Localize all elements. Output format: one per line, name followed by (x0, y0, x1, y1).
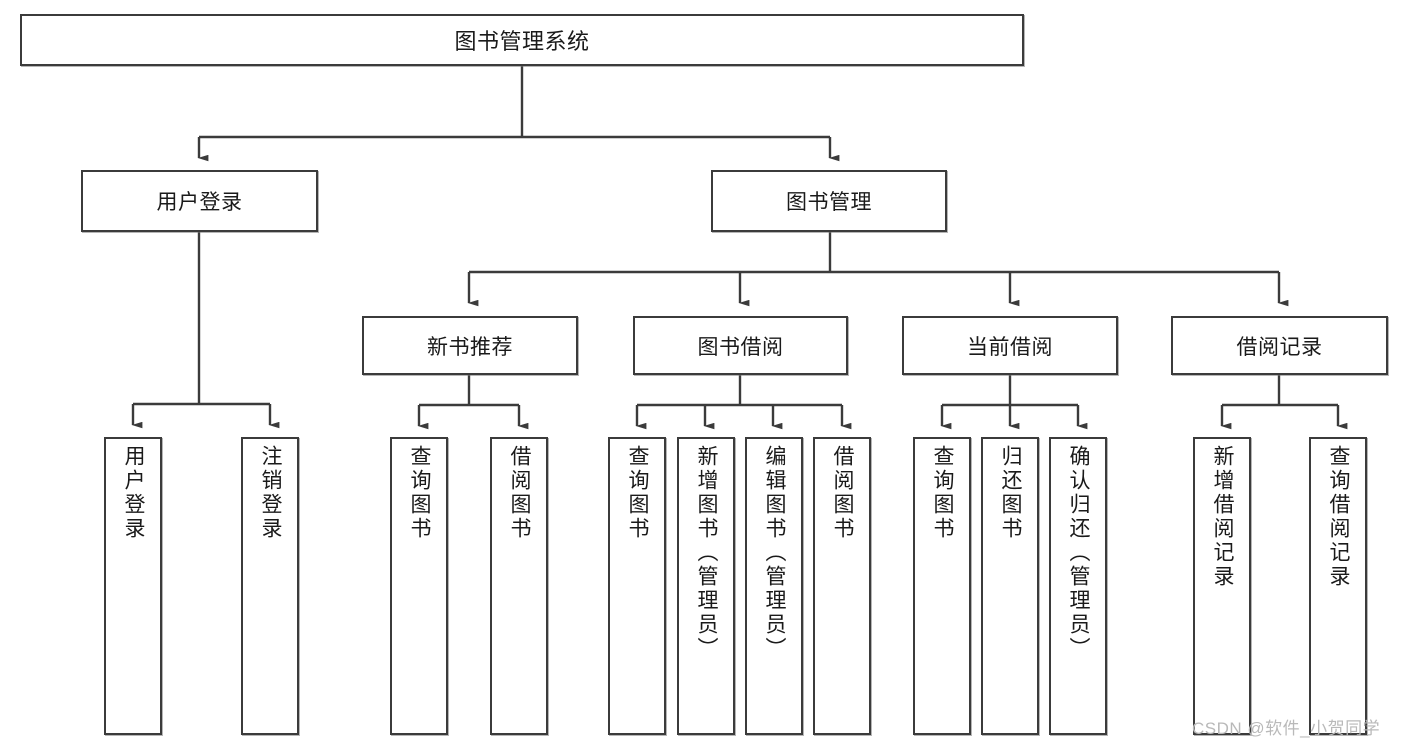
node-borrow-record[interactable]: 借阅记录 (1171, 316, 1388, 375)
leaf-record-add[interactable]: 新增借阅记录 (1193, 437, 1251, 735)
leaf-borrow-borrow-book[interactable]: 借阅图书 (813, 437, 871, 735)
leaf-label: 查询借阅记录 (1327, 445, 1351, 589)
leaf-current-confirm-return-admin[interactable]: 确认归还（管理员） (1049, 437, 1107, 735)
leaf-label: 用户登录 (122, 445, 146, 541)
leaf-label: 新增图书（管理员） (695, 445, 719, 661)
node-label: 图书管理 (786, 191, 872, 214)
leaf-label: 确认归还（管理员） (1067, 445, 1091, 661)
leaf-new-book-borrow[interactable]: 借阅图书 (490, 437, 548, 735)
node-label: 当前借阅 (967, 335, 1053, 359)
node-label: 新书推荐 (427, 335, 513, 359)
node-current-borrow[interactable]: 当前借阅 (902, 316, 1118, 375)
node-new-book-recommend[interactable]: 新书推荐 (362, 316, 578, 375)
leaf-record-query[interactable]: 查询借阅记录 (1309, 437, 1367, 735)
node-label: 图书管理系统 (454, 29, 590, 54)
node-label: 借阅记录 (1236, 335, 1323, 359)
node-book-borrow[interactable]: 图书借阅 (633, 316, 848, 375)
node-book-management[interactable]: 图书管理 (711, 170, 947, 232)
leaf-label: 注销登录 (259, 445, 283, 541)
leaf-label: 新增借阅记录 (1211, 445, 1235, 589)
leaf-label: 查询图书 (408, 445, 432, 541)
leaf-current-return-book[interactable]: 归还图书 (981, 437, 1039, 735)
node-book-management-system[interactable]: 图书管理系统 (20, 14, 1024, 66)
leaf-label: 借阅图书 (831, 445, 855, 541)
leaf-borrow-edit-book-admin[interactable]: 编辑图书（管理员） (745, 437, 803, 735)
leaf-label: 编辑图书（管理员） (763, 445, 787, 661)
leaf-label: 归还图书 (999, 445, 1023, 541)
leaf-borrow-add-book-admin[interactable]: 新增图书（管理员） (677, 437, 735, 735)
leaf-label: 借阅图书 (508, 445, 532, 541)
leaf-user-login-signout[interactable]: 注销登录 (241, 437, 299, 735)
leaf-new-book-query[interactable]: 查询图书 (390, 437, 448, 735)
leaf-user-login-signin[interactable]: 用户登录 (104, 437, 162, 735)
leaf-borrow-query-book[interactable]: 查询图书 (608, 437, 666, 735)
leaf-label: 查询图书 (931, 445, 955, 541)
leaf-current-query-book[interactable]: 查询图书 (913, 437, 971, 735)
node-user-login[interactable]: 用户登录 (81, 170, 318, 232)
leaf-label: 查询图书 (626, 445, 650, 541)
node-label: 用户登录 (156, 191, 243, 214)
node-label: 图书借阅 (697, 335, 784, 359)
csdn-watermark: CSDN @软件_小贺同学 (1192, 719, 1381, 738)
